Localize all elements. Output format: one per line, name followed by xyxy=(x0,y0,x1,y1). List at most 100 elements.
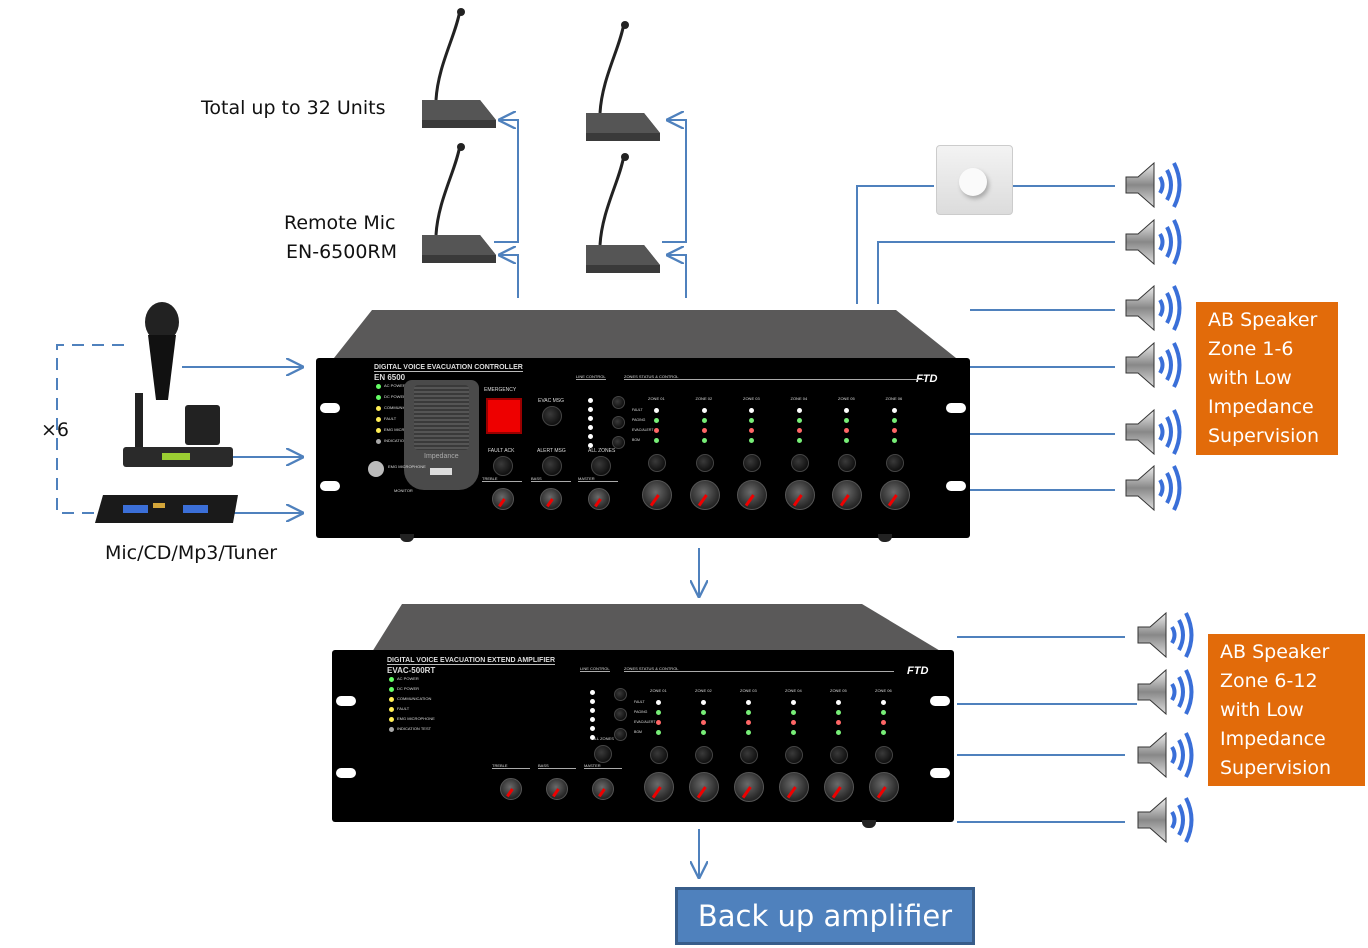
treble-knob[interactable] xyxy=(500,778,522,800)
zone-select-button[interactable] xyxy=(790,454,809,472)
zone-row-label: EVAC/ALERT xyxy=(634,720,656,724)
bass-knob[interactable] xyxy=(546,778,568,800)
callout-line: Impedance xyxy=(1208,396,1314,418)
emergency-button[interactable] xyxy=(486,398,522,434)
zone-volume-knob[interactable] xyxy=(824,772,854,802)
zones-header-label: ZONES STATUS & CONTROL xyxy=(624,666,894,672)
zone-label: ZONE 03 xyxy=(740,688,757,693)
zone-status-led xyxy=(656,720,661,725)
master-label: MASTER xyxy=(578,476,618,482)
zone-volume-knob[interactable] xyxy=(689,772,719,802)
zone-label: ZONE 05 xyxy=(830,688,847,693)
line-control-button[interactable] xyxy=(612,396,625,409)
zone-status-led xyxy=(881,730,886,735)
speaker-icon xyxy=(1118,402,1188,462)
callout-zone-6-12: AB Speaker Zone 6-12 with Low Impedance … xyxy=(1208,634,1365,786)
alert-msg-label: ALERT MSG xyxy=(537,448,566,454)
volume-controller xyxy=(936,145,1013,215)
led-label: INDICATION TEST xyxy=(397,726,432,731)
zone-volume-knob[interactable] xyxy=(734,772,764,802)
zone-status-led xyxy=(656,700,661,705)
zone-status-led xyxy=(881,710,886,715)
zone-label: ZONE 01 xyxy=(650,688,667,693)
backup-amplifier-box: Back up amplifier xyxy=(675,887,975,945)
line-control-button[interactable] xyxy=(614,688,627,701)
zone-volume-knob[interactable] xyxy=(784,480,815,510)
zone-status-led xyxy=(656,710,661,715)
treble-knob[interactable] xyxy=(492,488,514,510)
zone-volume-knob[interactable] xyxy=(737,480,767,510)
zone-select-button[interactable] xyxy=(650,746,668,764)
zone-status-led xyxy=(844,408,849,413)
zone-status-led xyxy=(891,438,897,443)
line-control-led xyxy=(588,434,593,439)
line-control-button[interactable] xyxy=(612,436,625,449)
master-label: MASTER xyxy=(584,763,622,769)
zone-select-button[interactable] xyxy=(743,454,761,472)
zone-label: ZONE 02 xyxy=(695,688,712,693)
cd-player xyxy=(95,495,238,523)
zone-status-led xyxy=(836,700,841,705)
zone-volume-knob[interactable] xyxy=(869,772,899,802)
zone-volume-knob[interactable] xyxy=(779,772,809,802)
total-units-label: Total up to 32 Units xyxy=(201,97,386,119)
remote-mic-unit xyxy=(422,8,496,128)
zone-select-button[interactable] xyxy=(885,454,904,472)
remote-mic-model-label: EN-6500RM xyxy=(286,241,398,263)
rack-ear-hole xyxy=(320,403,340,413)
zone-select-button[interactable] xyxy=(695,746,713,764)
line-control-label: LINE CONTROL xyxy=(580,666,610,672)
callout-line: Zone 1-6 xyxy=(1208,338,1294,360)
fault-ack-button[interactable] xyxy=(493,456,513,476)
zone-row-label: FAULT xyxy=(634,700,645,704)
zone-status-led xyxy=(891,418,897,423)
zone-select-button[interactable] xyxy=(695,454,714,472)
zone-volume-knob[interactable] xyxy=(644,772,674,802)
zone-select-button[interactable] xyxy=(830,746,848,764)
all-zones-label: ALL ZONES xyxy=(592,736,614,741)
alert-msg-button[interactable] xyxy=(542,456,562,476)
all-zones-button[interactable] xyxy=(594,745,612,763)
zone-row-label: FAULT xyxy=(632,408,643,412)
zone-row-label: PAGING xyxy=(632,418,646,422)
callout-line: with Low xyxy=(1220,699,1304,721)
zone-volume-knob[interactable] xyxy=(879,480,910,510)
zone-select-button[interactable] xyxy=(875,746,893,764)
zone-volume-knob[interactable] xyxy=(642,480,672,510)
zone-status-led xyxy=(891,428,897,433)
zone-select-button[interactable] xyxy=(648,454,666,472)
all-zones-button[interactable] xyxy=(591,456,611,476)
zone-select-button[interactable] xyxy=(838,454,856,472)
emg-mic-jack xyxy=(368,461,384,477)
led-label: DC POWER xyxy=(397,686,419,691)
line-control-button[interactable] xyxy=(612,416,625,429)
zone-status-led xyxy=(746,720,751,725)
line-control-led xyxy=(590,690,595,695)
zone-select-button[interactable] xyxy=(785,746,803,764)
zone-status-led xyxy=(746,730,751,735)
zone-status-led xyxy=(746,710,751,715)
zone-volume-knob[interactable] xyxy=(689,480,720,510)
zone-select-button[interactable] xyxy=(740,746,758,764)
zone-status-led xyxy=(844,418,849,423)
master-knob[interactable] xyxy=(588,488,610,510)
line-control-led xyxy=(588,425,593,430)
bass-knob[interactable] xyxy=(540,488,562,510)
zone-status-led xyxy=(796,428,802,433)
zone-label: ZONE 05 xyxy=(838,396,855,401)
speaker-icon xyxy=(1130,605,1200,665)
wireless-mic-receiver xyxy=(123,393,233,467)
master-knob[interactable] xyxy=(592,778,614,800)
zone-volume-knob[interactable] xyxy=(832,480,862,510)
wire-volume-in xyxy=(856,185,934,304)
callout-line: with Low xyxy=(1208,367,1292,389)
zone-label: ZONE 03 xyxy=(743,396,760,401)
evac-msg-button[interactable] xyxy=(542,406,562,426)
line-control-button[interactable] xyxy=(614,728,627,741)
line-control-button[interactable] xyxy=(614,708,627,721)
controller-brand: FTD xyxy=(916,373,938,385)
zone-status-led xyxy=(701,700,706,705)
led-label: EMG MICROPHONE xyxy=(397,716,435,721)
speaker-icon xyxy=(1118,335,1188,395)
line-control-label: LINE CONTROL xyxy=(576,374,606,380)
